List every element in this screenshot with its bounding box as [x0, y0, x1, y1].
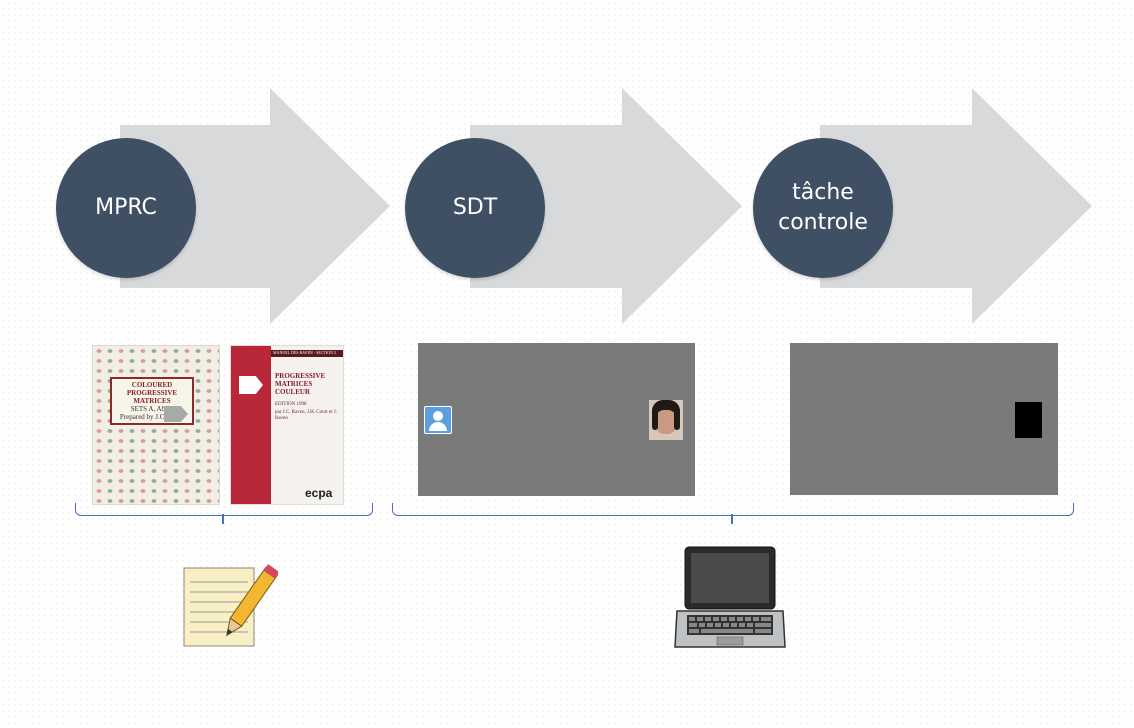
- black-rectangle: [1015, 402, 1042, 438]
- sdt-screen: [418, 343, 695, 496]
- cpm-arrow-emblem: [164, 406, 188, 422]
- brace-computer: [392, 503, 1074, 516]
- control-task-screen: [790, 343, 1058, 495]
- brace-paper: [75, 503, 373, 516]
- cpm-booklet-cover: [92, 345, 220, 505]
- step-circle-sdt: SDT: [405, 138, 545, 278]
- manual-title: PROGRESSIVE MATRICES COULEUR: [275, 372, 326, 396]
- notepad-pencil-icon: [183, 564, 278, 647]
- arrow-step-2: [470, 88, 742, 324]
- laptop-icon: [674, 546, 786, 648]
- manual-header-bar: [271, 350, 343, 357]
- manual-red-band: [231, 346, 271, 504]
- brace-computer-tip: [731, 514, 733, 524]
- manual-cover: MANUEL DES RAVEN · SECTION 2 PROGRESSIVE…: [230, 345, 344, 505]
- arrow-step-3: [820, 88, 1092, 324]
- manual-header: MANUEL DES RAVEN · SECTION 2: [273, 350, 336, 355]
- cpm-author: Prepared by J.C Raven: [119, 413, 185, 421]
- manual-arrow-emblem: [239, 376, 263, 394]
- manual-authors: par J.C. Raven, J.H. Court et J. Raven: [275, 410, 337, 421]
- face-photo: [649, 400, 683, 440]
- step-label: tâche controle: [778, 180, 868, 235]
- manual-edition: EDITION 1998: [275, 402, 307, 407]
- arrow-step-1: [120, 88, 390, 324]
- avatar-placeholder-icon: [424, 406, 452, 434]
- step-circle-mprc: MPRC: [56, 138, 196, 278]
- step-circle-tache-controle: tâche controle: [753, 138, 893, 278]
- publisher-logo: ecpa: [305, 486, 333, 500]
- cpm-title: COLOURED PROGRESSIVE MATRICES: [126, 381, 178, 405]
- brace-paper-tip: [222, 514, 224, 524]
- cpm-sets: SETS A, Ab, B: [130, 405, 174, 413]
- step-label: SDT: [452, 195, 498, 220]
- step-label: MPRC: [95, 195, 157, 220]
